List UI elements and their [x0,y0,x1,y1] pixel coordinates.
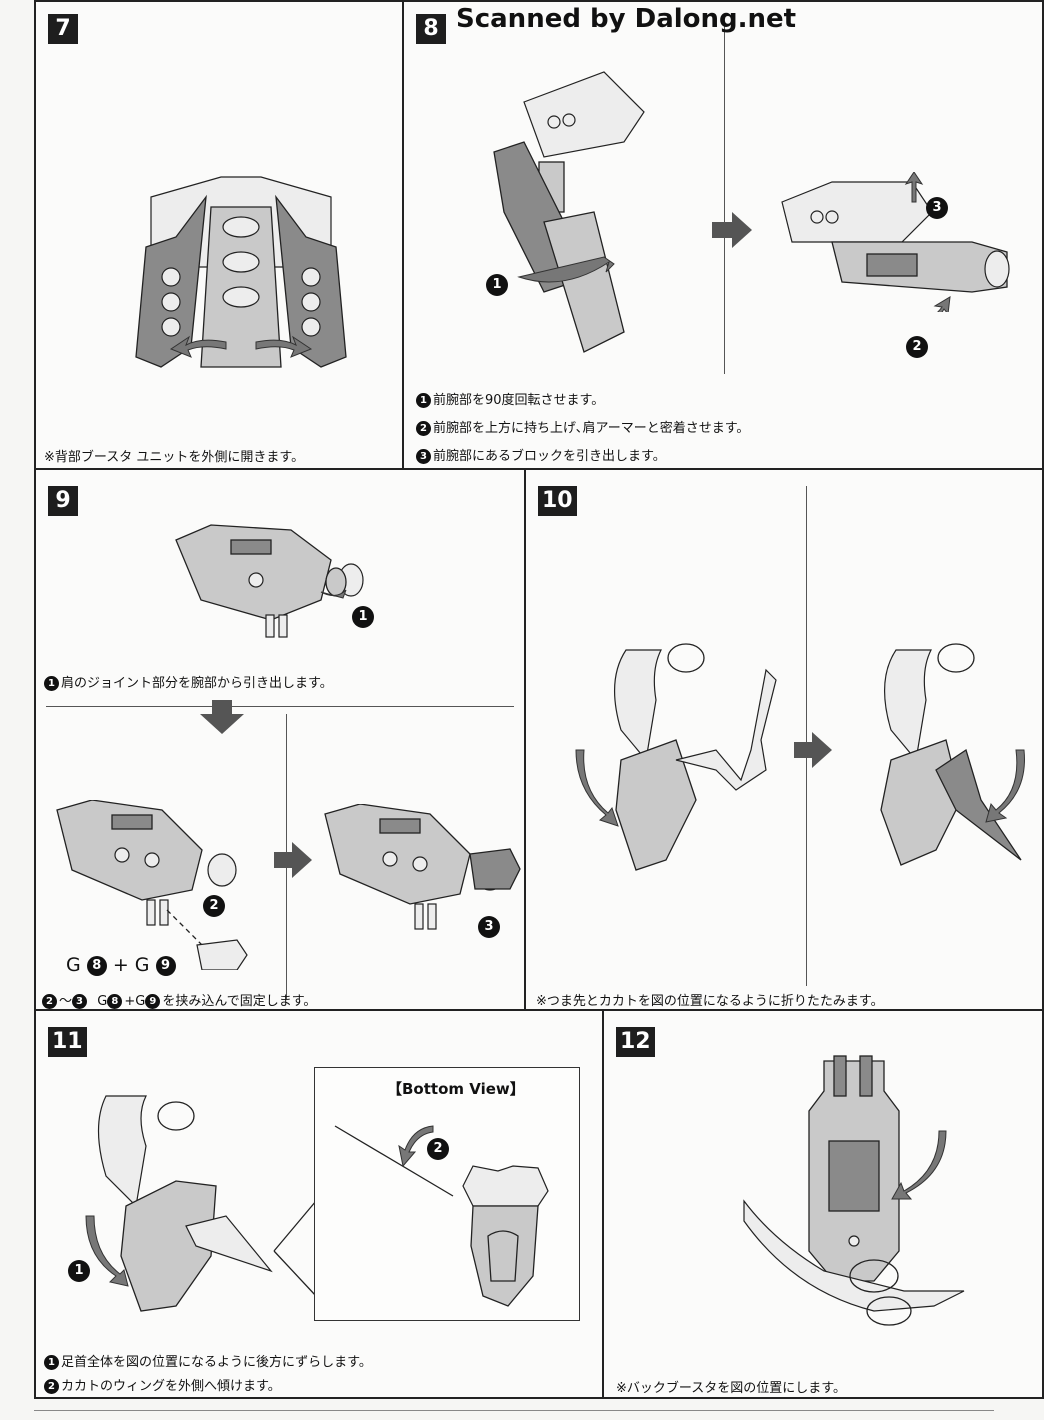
down-arrow-icon [200,700,244,734]
part-number: 8 [86,956,107,976]
step-7-panel: 7 ※背部ブースタ ユニットを外側に開きます。 [34,0,404,470]
step-12-panel: 12 ※バックブースタを図の位置にします。 [602,1009,1044,1399]
shoulder-joint-illustration [175,524,364,638]
bottom-view-inset: 【Bottom View】 2 [314,1067,580,1321]
back-booster-position-illustration [743,1055,965,1326]
divider [46,706,514,707]
marker-2: 2 [427,1138,449,1160]
next-arrow-icon [794,732,832,768]
parts-formula: G 8 + G 9 [66,954,176,976]
step-number: 11 [48,1027,87,1057]
marker-2: 2 [416,421,431,436]
bottom-view-title: 【Bottom View】 [387,1080,525,1098]
page-footer-rule [34,1410,994,1411]
part-group-label: G [134,954,150,976]
forearm-lifted-illustration [781,172,1010,312]
marker-3: 3 [416,449,431,464]
step-number: 10 [538,486,577,516]
marker-1: 1 [416,393,431,408]
leg-fold-after-illustration [880,643,1025,866]
marker-1: 1 [486,274,508,296]
plus-sign: + [124,994,136,1009]
caption-text: 前腕部を上方に持ち上げ､肩アーマーと密着させます。 [433,421,750,436]
part-number: 9 [155,956,176,976]
step-10-panel: 10 ※つま先とカカトを図の位置になるように折りたたみます。 [524,468,1044,1011]
marker-3: 3 [926,197,948,219]
marker-3: 3 [478,916,500,938]
caption-text: 前腕部を90度回転させます。 [433,393,605,408]
ankle-shift-illustration [85,1095,273,1312]
caption-text: 足首全体を図の位置になるように後方にずらします。 [61,1355,372,1370]
joint-insert-illustration [56,800,248,970]
bottom-view-illustration [334,1125,549,1307]
step-10-caption: ※つま先とカカトを図の位置になるように折りたたみます。 [536,994,884,1009]
step-number: 8 [416,14,446,44]
plus-sign: + [112,954,129,976]
part-group-label: G [135,994,146,1009]
next-arrow-icon [274,842,312,878]
marker-1: 1 [68,1260,90,1282]
marker-1: 1 [44,676,59,691]
caption-text: を挟み込んで固定します。 [162,994,317,1009]
part-number: 8 [107,994,123,1009]
marker-2: 2 [44,1379,59,1394]
back-booster-illustration [135,176,347,368]
part-number: 9 [145,994,161,1009]
caption-text: カカトのウィングを外側へ傾けます。 [61,1379,281,1394]
step-number: 9 [48,486,78,516]
step-number: 12 [616,1027,655,1057]
marker-3: 3 [72,994,88,1009]
step-7-caption: ※背部ブースタ ユニットを外側に開きます。 [44,450,305,465]
step-number: 7 [48,14,78,44]
part-group-label: G [66,954,81,976]
joint-fixed-illustration [324,804,521,930]
marker-2: 2 [906,336,928,358]
part-group-label: G [97,994,108,1009]
next-arrow-icon [712,212,752,248]
marker-2: 2 [203,895,225,917]
step-12-caption: ※バックブースタを図の位置にします。 [616,1381,846,1396]
marker-1: 1 [44,1355,59,1370]
divider [806,486,807,986]
forearm-rotate-illustration [493,71,645,353]
callout-lines [273,1200,317,1297]
scan-watermark: Scanned by Dalong.net [456,4,797,34]
leg-fold-before-illustration [575,643,777,871]
divider [724,22,725,374]
marker-2: 2 [42,994,57,1009]
caption-text: 前腕部にあるブロックを引き出します。 [433,449,666,464]
marker-1: 1 [352,606,374,628]
range-tilde: ～ [59,994,73,1009]
caption-text: 肩のジョイント部分を腕部から引き出します。 [61,676,333,691]
